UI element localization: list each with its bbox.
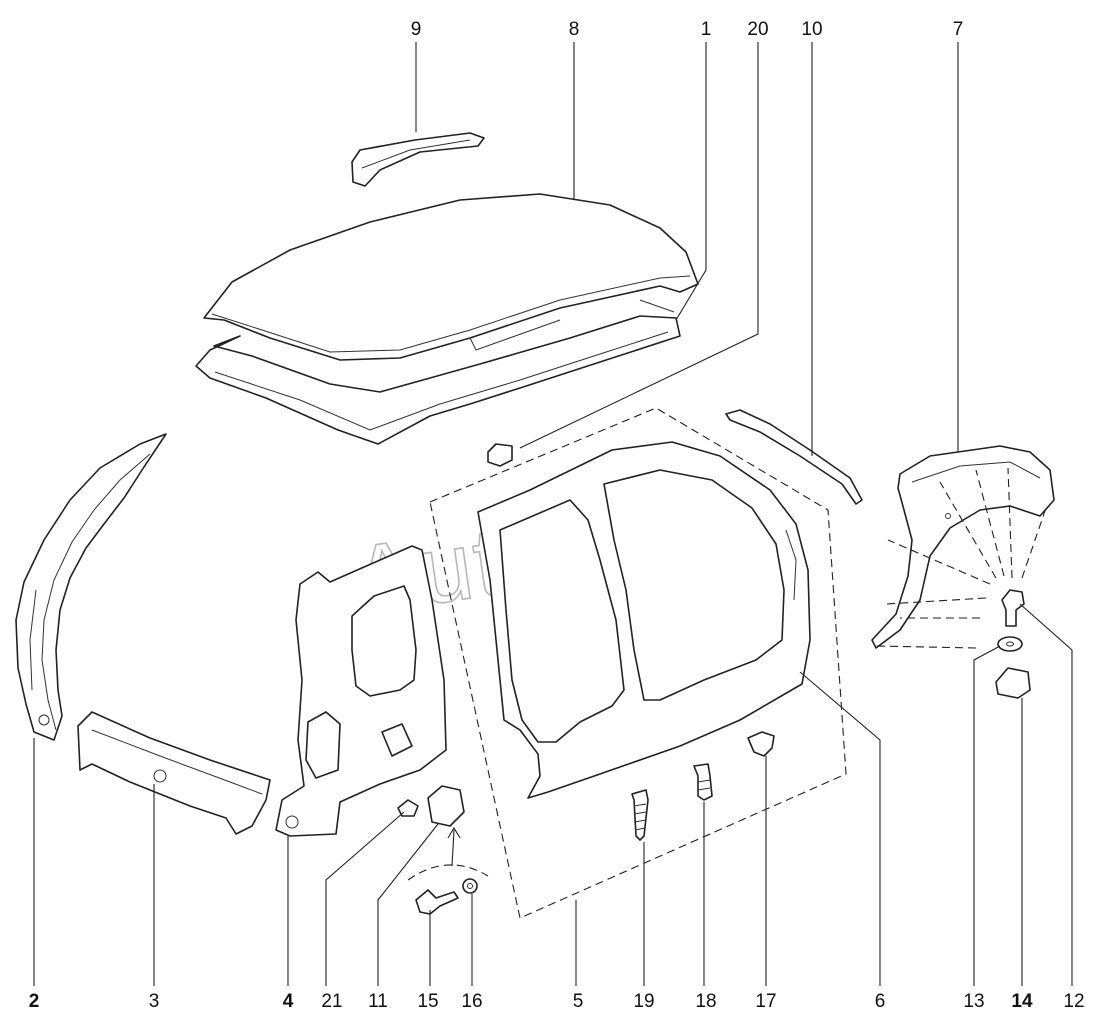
part-2-side-frame-inner — [15, 433, 167, 741]
callout-4: 4 — [283, 991, 294, 1012]
part-5-outline — [429, 407, 847, 919]
callout-7: 7 — [953, 19, 964, 40]
part-20-bracket — [487, 443, 513, 467]
wing-fastening-arrows — [873, 467, 1047, 649]
callout-15: 15 — [417, 991, 438, 1012]
part-11-fuel-flap — [427, 785, 465, 827]
part-3-cross-member — [77, 711, 271, 835]
callout-19: 19 — [633, 991, 654, 1012]
callout-6: 6 — [875, 991, 886, 1012]
callout-17: 17 — [755, 991, 776, 1012]
part-1-roof-inner — [195, 299, 681, 445]
callout-2: 2 — [29, 991, 40, 1012]
callout-1: 1 — [701, 19, 712, 40]
callout-14: 14 — [1011, 991, 1033, 1012]
callout-20: 20 — [747, 19, 768, 40]
callout-numbers: 9 8 1 20 10 7 2 3 4 21 11 15 16 5 19 18 … — [29, 19, 1085, 1012]
callout-16: 16 — [461, 991, 482, 1012]
callout-21: 21 — [321, 991, 342, 1012]
part-15-screw — [415, 889, 459, 915]
callout-3: 3 — [149, 991, 160, 1012]
part-19-bolt — [631, 789, 649, 841]
assembly-arc-15-16 — [407, 864, 489, 881]
part-16-washer — [462, 878, 478, 894]
callout-5: 5 — [573, 991, 584, 1012]
part-13-washer — [997, 636, 1023, 652]
callout-9: 9 — [411, 19, 422, 40]
part-18-bolt — [693, 763, 713, 801]
callout-11: 11 — [368, 991, 388, 1012]
part-4-quarter-panel — [275, 545, 447, 837]
part-14-clip-nut — [995, 667, 1031, 699]
callout-8: 8 — [569, 19, 580, 40]
part-12-bolt — [1001, 589, 1025, 627]
part-9-roof-cap — [351, 132, 485, 187]
part-6-body-side — [477, 441, 811, 799]
part-10-rail-strip — [725, 409, 863, 505]
part-17-plug — [747, 731, 775, 757]
part-21-plug — [397, 799, 419, 817]
leader-lines — [33, 42, 1073, 986]
callout-13: 13 — [963, 991, 984, 1012]
callout-10: 10 — [801, 19, 822, 40]
callout-12: 12 — [1063, 991, 1084, 1012]
callout-18: 18 — [695, 991, 716, 1012]
arrow-to-flap — [447, 826, 461, 867]
